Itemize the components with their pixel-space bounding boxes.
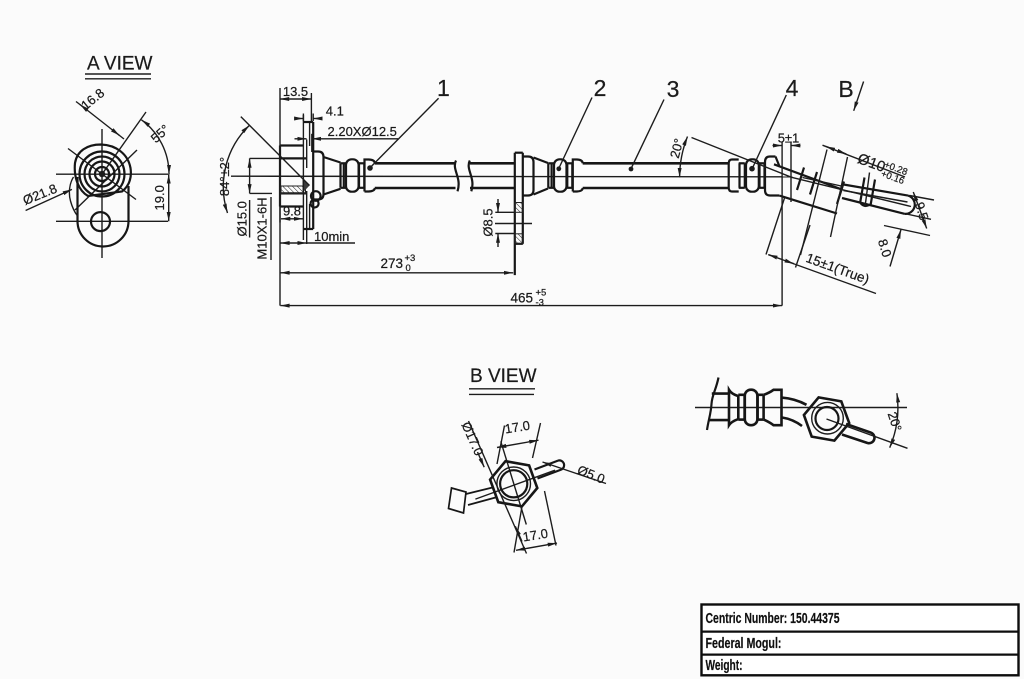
svg-text:17.0: 17.0: [504, 418, 531, 437]
svg-text:9.8: 9.8: [283, 204, 301, 219]
svg-text:2.20XØ12.5: 2.20XØ12.5: [328, 124, 397, 139]
svg-text:Centric Number: 150.44375: Centric Number: 150.44375: [706, 611, 840, 627]
svg-text:+3: +3: [405, 253, 416, 264]
svg-text:Ø15.0: Ø15.0: [235, 201, 250, 236]
svg-text:84°±2°: 84°±2°: [217, 157, 232, 196]
svg-text:4: 4: [786, 75, 799, 101]
svg-text:20°: 20°: [667, 137, 687, 160]
svg-text:2: 2: [594, 75, 607, 101]
svg-text:465: 465: [511, 291, 534, 306]
svg-text:1: 1: [437, 75, 450, 101]
svg-text:-3: -3: [536, 298, 544, 309]
svg-text:4.1: 4.1: [326, 103, 344, 118]
svg-text:A VIEW: A VIEW: [87, 54, 153, 75]
svg-text:13.5: 13.5: [283, 84, 308, 99]
svg-text:B VIEW: B VIEW: [470, 366, 537, 387]
svg-text:19.0: 19.0: [152, 185, 167, 210]
svg-text:Ø8.5: Ø8.5: [481, 208, 496, 236]
svg-text:10min: 10min: [314, 229, 349, 244]
svg-text:Federal Mogul:: Federal Mogul:: [706, 636, 782, 652]
svg-text:Weight:: Weight:: [706, 658, 743, 674]
svg-text:M10X1-6H: M10X1-6H: [255, 197, 270, 259]
svg-text:17.0: 17.0: [522, 526, 549, 545]
svg-text:8.0: 8.0: [875, 237, 895, 259]
svg-text:273: 273: [381, 256, 404, 271]
svg-text:B: B: [838, 76, 853, 102]
svg-text:9.5: 9.5: [912, 200, 932, 222]
svg-text:3: 3: [667, 76, 680, 102]
svg-text:0: 0: [406, 263, 411, 274]
svg-text:20°: 20°: [885, 410, 905, 433]
svg-text:5±1: 5±1: [778, 131, 800, 146]
svg-text:+5: +5: [536, 288, 547, 299]
